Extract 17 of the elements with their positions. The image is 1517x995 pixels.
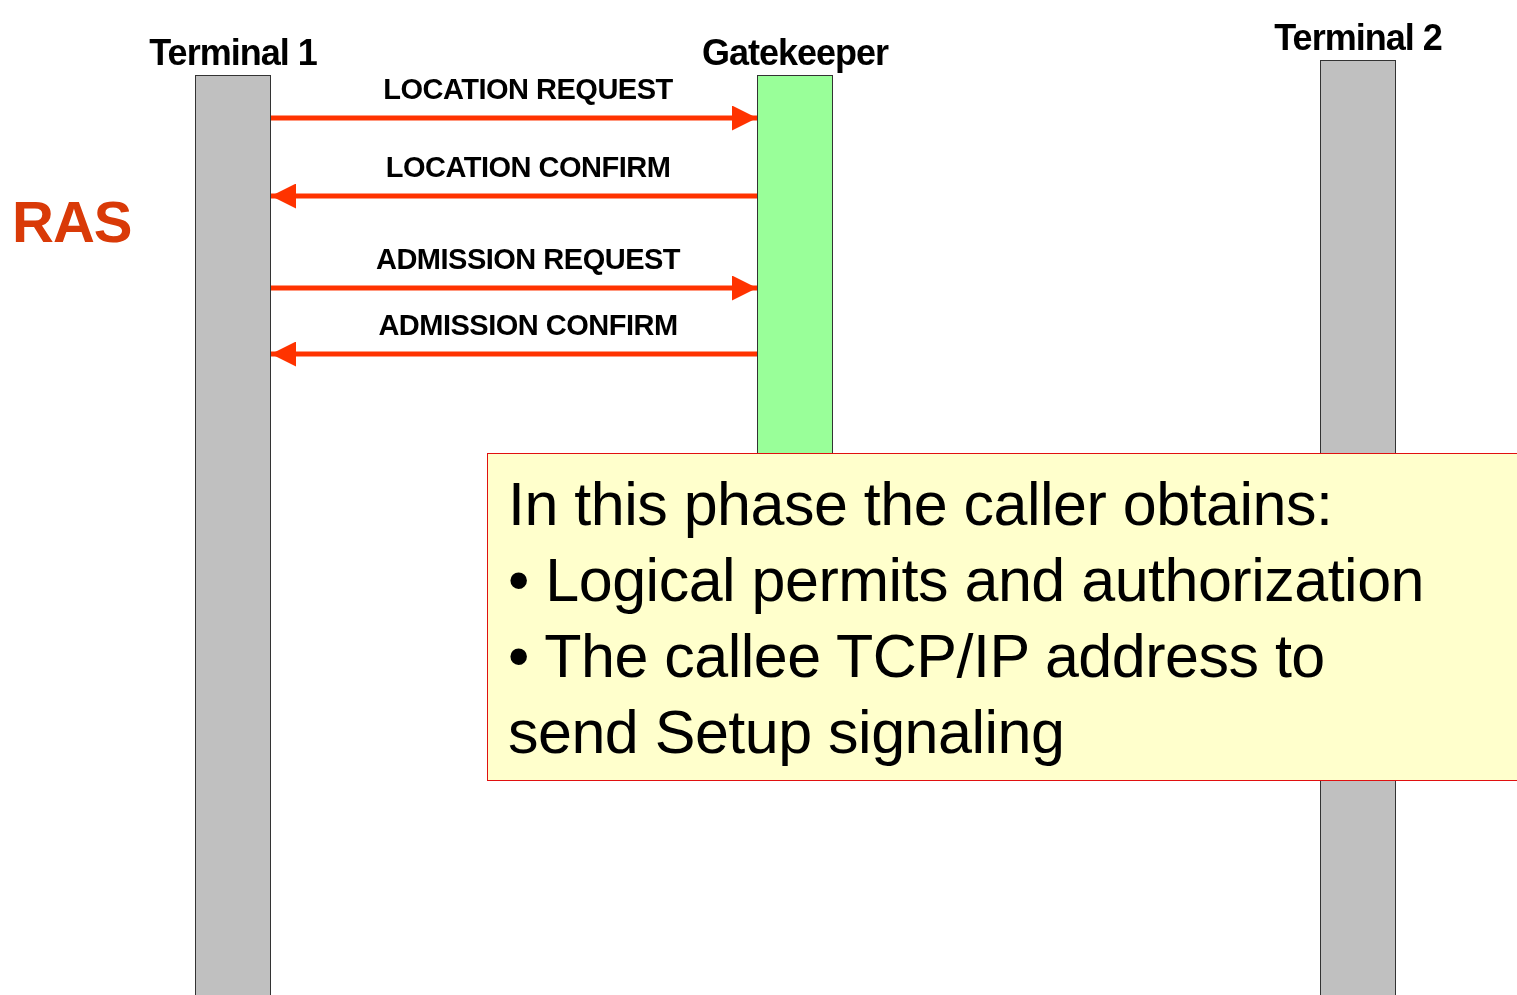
edge-label: ADMISSION REQUEST <box>375 243 681 276</box>
arrow <box>271 275 757 301</box>
lifeline-heading: Terminal 2 <box>1274 17 1442 60</box>
lifeline-heading: Gatekeeper <box>701 32 889 75</box>
arrow <box>271 341 757 367</box>
edge-label: LOCATION CONFIRM <box>385 151 671 184</box>
lifeline-bar <box>1320 780 1396 995</box>
arrow <box>271 105 757 131</box>
lifeline-heading: Terminal 1 <box>149 32 317 75</box>
edge-label: ADMISSION CONFIRM <box>378 309 678 342</box>
note-box <box>487 453 1517 781</box>
note-text: In this phase the caller obtains: <box>508 469 1334 540</box>
edge-label: LOCATION REQUEST <box>383 73 673 106</box>
note-text: • The callee TCP/IP address to send Setup signaling <box>508 621 1326 768</box>
phase-label: RAS <box>12 188 132 255</box>
note-text: • Logical permits and authorization <box>508 545 1425 616</box>
arrow <box>271 183 757 209</box>
